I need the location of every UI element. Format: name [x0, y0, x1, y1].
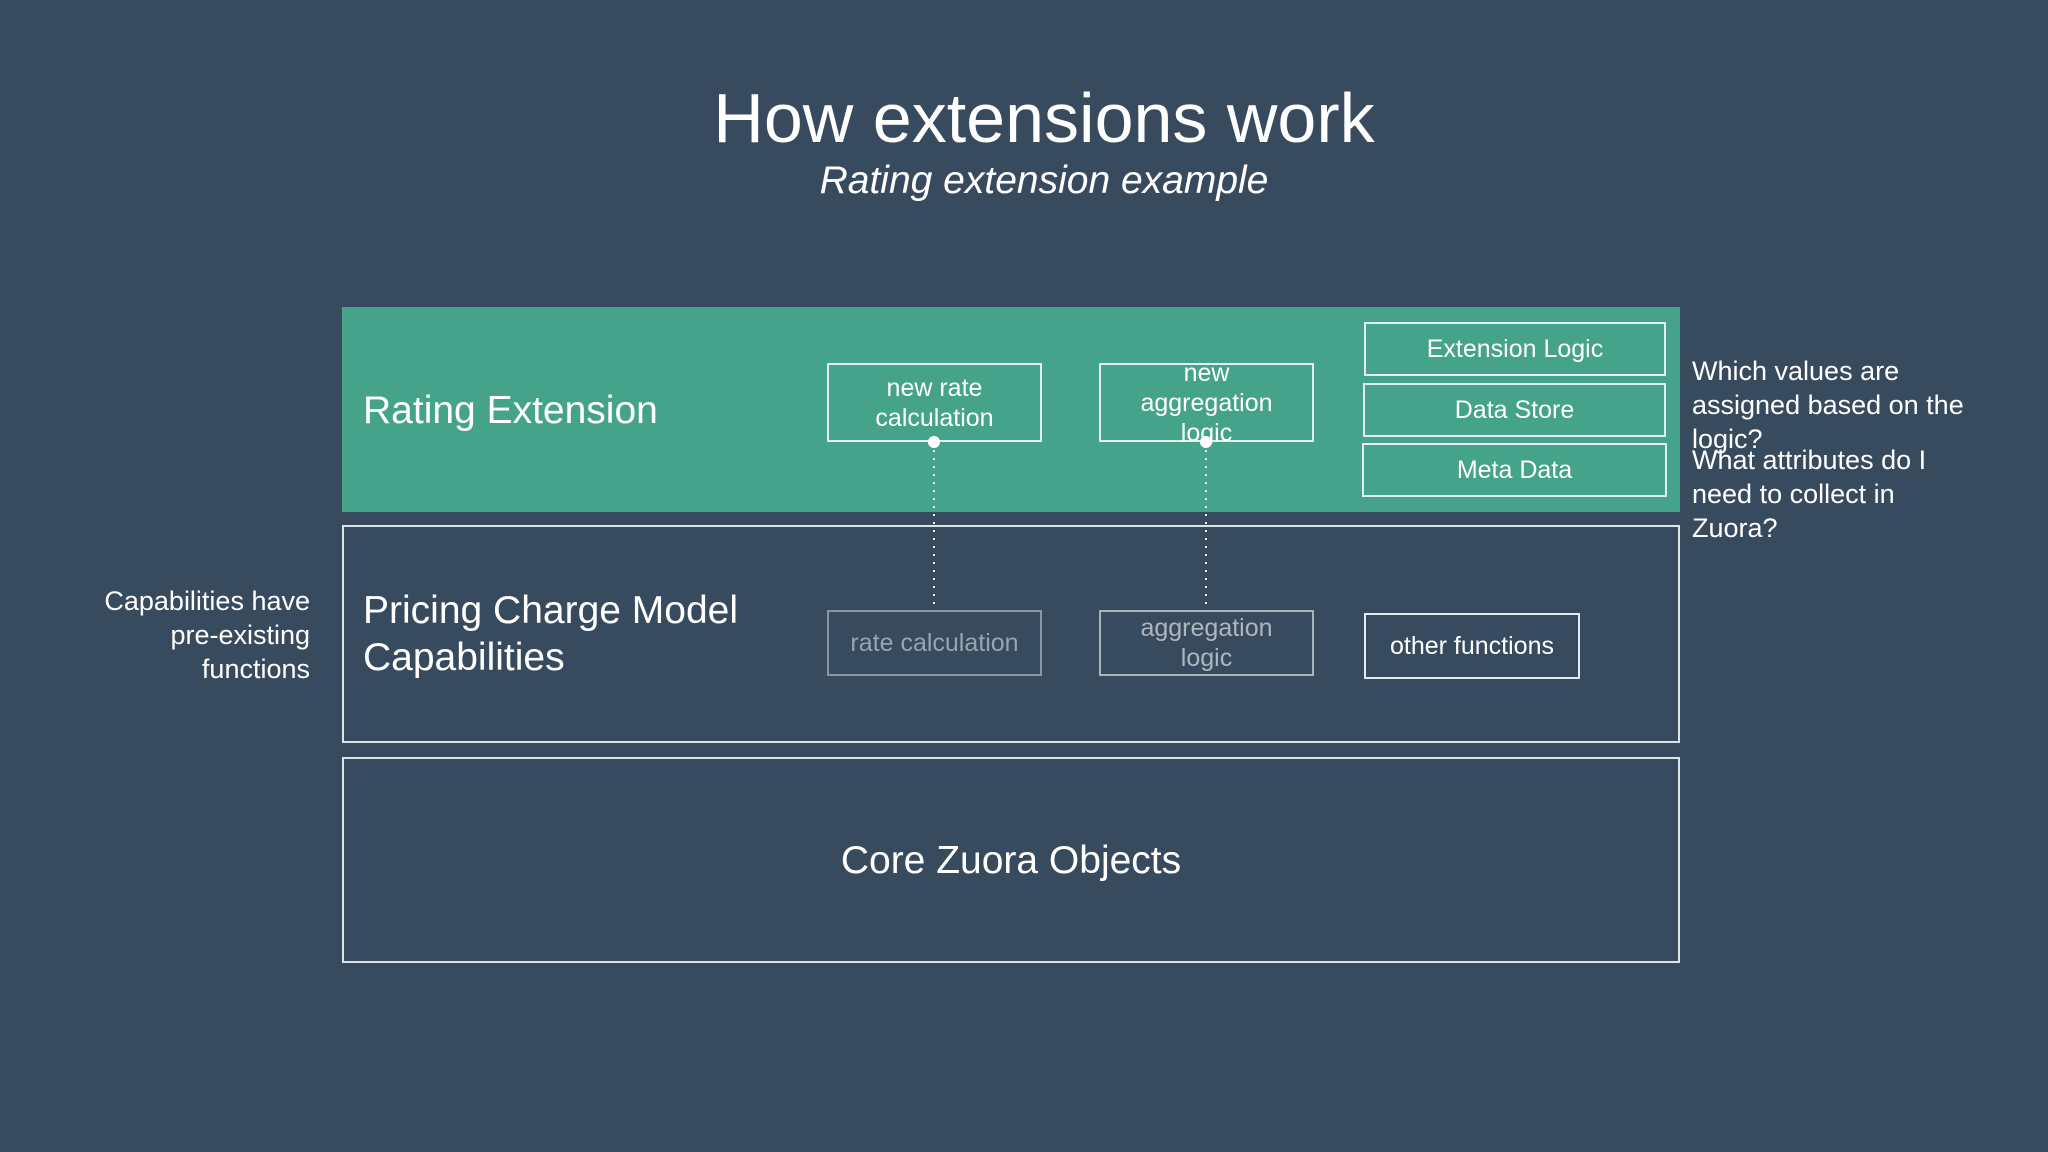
page-subtitle: Rating extension example	[819, 159, 1269, 202]
note-line: need to collect in	[1692, 479, 1895, 509]
box-text-line: new	[1183, 358, 1230, 387]
rating-extension-label: Rating Extension	[363, 389, 658, 432]
box-text-line: logic	[1180, 644, 1233, 672]
other-functions-box: other functions	[1364, 613, 1580, 679]
note-line: Capabilities have	[104, 586, 310, 616]
rate-calculation-box: rate calculation	[827, 610, 1042, 676]
note-line: What attributes do I	[1692, 445, 1927, 475]
note-line: assigned based on the	[1692, 390, 1964, 420]
core-objects-layer	[342, 757, 1680, 963]
pricing-label-line: Pricing Charge Model	[363, 589, 739, 632]
core-objects-label: Core Zuora Objects	[840, 839, 1182, 882]
pricing-label-line: Capabilities	[363, 636, 565, 679]
note-line: logic?	[1692, 424, 1763, 454]
extension-logic-box: Extension Logic	[1364, 322, 1666, 376]
values-question-note: Which values are assigned based on the l…	[1692, 354, 2012, 456]
box-text-line: aggregation	[1140, 614, 1273, 642]
note-line: functions	[201, 654, 310, 684]
capabilities-note: Capabilities have pre-existing functions	[60, 584, 310, 686]
new-aggregation-logic-box: new aggregation logic	[1099, 359, 1314, 447]
rating-extension-layer	[342, 307, 1680, 512]
attributes-question-note: What attributes do I need to collect in …	[1692, 443, 2012, 545]
new-rate-calculation-box: new rate calculation	[827, 363, 1042, 442]
box-text-line: new rate	[886, 373, 983, 402]
box-text-line: aggregation	[1140, 388, 1273, 417]
note-line: Which values are	[1692, 356, 1900, 386]
pricing-capabilities-layer	[342, 525, 1680, 743]
pricing-capabilities-label: Pricing Charge Model Capabilities	[363, 587, 738, 681]
box-text-line: calculation	[875, 403, 994, 432]
meta-data-box: Meta Data	[1362, 443, 1667, 497]
data-store-box: Data Store	[1363, 383, 1666, 437]
aggregation-logic-box: aggregation logic	[1099, 610, 1314, 676]
note-line: Zuora?	[1692, 513, 1778, 543]
note-line: pre-existing	[170, 620, 310, 650]
box-text-line: logic	[1180, 418, 1233, 447]
page-title: How extensions work	[713, 79, 1375, 157]
